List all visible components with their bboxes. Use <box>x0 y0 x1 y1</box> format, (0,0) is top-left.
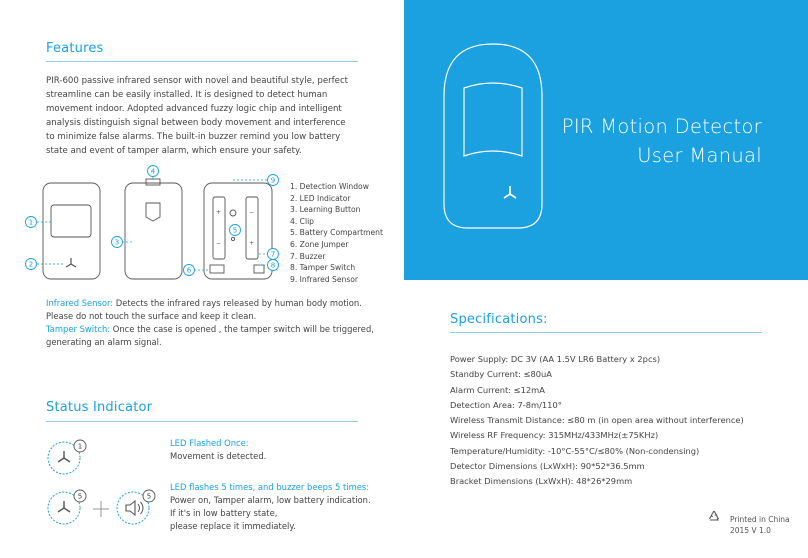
specs-list: Power Supply: DC 3V (AA 1.5V LR6 Battery… <box>450 352 790 490</box>
detector-illustration <box>443 43 543 229</box>
callout-7: 7 <box>271 251 275 259</box>
features-divider <box>46 61 358 62</box>
features-paragraph: PIR-600 passive infrared sensor with nov… <box>46 74 366 158</box>
parts-list-item: 2. LED Indicator <box>290 193 351 203</box>
specs-heading: Specifications: <box>450 312 548 327</box>
features-line: to minimize false alarms. The built-in b… <box>46 132 341 142</box>
infrared-text: Detects the infrared rays released by hu… <box>113 298 362 308</box>
left-page: Features PIR-600 passive infrared sensor… <box>25 41 386 533</box>
svg-text:+: + <box>249 240 254 247</box>
front-view-outline <box>42 182 101 280</box>
svg-text:−: − <box>249 209 254 216</box>
status-item-text: If it's in low battery state, <box>170 508 278 518</box>
parts-list-item: 1. Detection Window <box>290 182 369 191</box>
features-line: streamline can be easily installed. It i… <box>46 90 328 100</box>
status-heading: Status Indicator <box>46 400 153 415</box>
parts-list-item: 4. Clip <box>290 216 315 226</box>
callout-8: 8 <box>271 262 275 270</box>
component-descriptions: Infrared Sensor: Detects the infrared ra… <box>46 297 386 349</box>
infrared-text-2: Please do not touch the surface and keep… <box>46 311 257 321</box>
version: 2015 V 1.0 <box>730 526 771 535</box>
cover-title-line-2: User Manual <box>637 144 762 167</box>
features-heading: Features <box>46 41 104 56</box>
spec-item: Power Supply: DC 3V (AA 1.5V LR6 Battery… <box>450 354 661 364</box>
parts-list-item: 3. Learning Button <box>290 205 361 215</box>
features-line: movement indoor. Adopted advanced fuzzy … <box>46 104 342 114</box>
tamper-switch <box>253 264 265 274</box>
status-item-1: LED Flashed Once: Movement is detected. <box>170 437 266 463</box>
tamper-label: Tamper Switch: <box>46 324 111 334</box>
battery-left <box>212 196 226 260</box>
callout-2: 2 <box>29 261 33 269</box>
cover-title-line-1: PIR Motion Detector <box>561 115 762 138</box>
features-line: PIR-600 passive infrared sensor with nov… <box>46 76 349 86</box>
learning-button-dot <box>230 236 236 242</box>
spec-item: Detection Area: 7-8m/110° <box>450 399 562 410</box>
infrared-label: Infrared Sensor: <box>46 298 114 308</box>
parts-list: 1. Detection Window 2. LED Indicator 3. … <box>290 181 383 285</box>
back-view-outline <box>124 182 183 280</box>
detector-icon <box>65 258 77 268</box>
features-line: state and event of tamper alarm, which e… <box>46 146 302 156</box>
spec-item: Wireless Transmit Distance: ≤80 m (in op… <box>450 415 744 426</box>
callout-1: 1 <box>29 219 33 227</box>
spec-item: Wireless RF Frequency: 315MHz/433MHz(±75… <box>450 430 659 441</box>
svg-text:−: − <box>216 240 221 247</box>
printed-info: Printed in China 2015 V 1.0 <box>730 514 790 536</box>
zone-jumper <box>209 264 225 274</box>
led-flash-icon: 5 <box>47 489 87 525</box>
badge-5a: 5 <box>78 493 82 501</box>
badge-5b: 5 <box>147 493 151 501</box>
tamper-text: Once the case is opened , the tamper swi… <box>110 324 374 334</box>
speaker-icon: 5 <box>116 489 156 525</box>
spec-item: Temperature/Humidity: -10°C-55°C/≤80% (N… <box>450 445 700 456</box>
status-item-2: LED flashes 5 times, and buzzer beeps 5 … <box>170 481 371 533</box>
badge-1: 1 <box>78 443 82 451</box>
status-item-text: Power on, Tamper alarm, low battery indi… <box>170 495 371 505</box>
callout-3: 3 <box>115 239 119 247</box>
spec-item: Alarm Current: ≤12mA <box>450 384 545 395</box>
specs-panel: Specifications: Power Supply: DC 3V (AA … <box>404 280 808 558</box>
parts-list-item: 8. Tamper Switch <box>290 263 356 273</box>
clip <box>145 178 161 186</box>
inside-view-outline <box>203 182 273 280</box>
spec-item: Standby Current: ≤80uA <box>450 369 552 380</box>
detector-logo-icon <box>503 186 517 199</box>
status-item-title: LED Flashed Once: <box>170 438 249 448</box>
status-item-title: LED flashes 5 times, and buzzer beeps 5 … <box>170 482 370 492</box>
status-item-text: please replace it immediately. <box>170 521 296 531</box>
status-divider <box>46 421 358 422</box>
parts-list-item: 5. Battery Compartment <box>290 228 383 238</box>
detection-window <box>50 204 92 238</box>
callout-5: 5 <box>233 227 237 235</box>
spec-item: Bracket Dimensions (LxWxH): 48*26*29mm <box>450 476 633 487</box>
parts-list-item: 7. Buzzer <box>290 251 326 261</box>
product-diagram: + − − + 1 2 3 4 5 6 7 8 9 <box>25 165 279 280</box>
battery-right <box>245 196 259 260</box>
features-line: analysis distinguish signal between body… <box>46 118 346 128</box>
tamper-text-2: generating an alarm signal. <box>46 337 162 347</box>
callout-9: 9 <box>271 177 275 185</box>
plus-icon <box>93 501 109 517</box>
cover-panel: PIR Motion Detector User Manual <box>404 0 808 280</box>
printed-in: Printed in China <box>730 515 790 524</box>
callout-6: 6 <box>187 267 192 275</box>
led-flash-icon: 1 <box>47 439 87 475</box>
spec-item: Detector Dimensions (LxWxH): 90*52*36.5m… <box>450 461 645 472</box>
mount-bracket <box>145 202 161 222</box>
infrared-sensor-point <box>229 209 237 217</box>
parts-list-item: 9. Infrared Sensor <box>290 274 359 284</box>
status-item-text: Movement is detected. <box>170 451 267 461</box>
svg-text:+: + <box>216 209 221 216</box>
specs-divider <box>450 332 762 333</box>
recycle-icon <box>709 510 720 521</box>
parts-list-item: 6. Zone Jumper <box>290 239 349 249</box>
callout-4: 4 <box>151 168 156 176</box>
